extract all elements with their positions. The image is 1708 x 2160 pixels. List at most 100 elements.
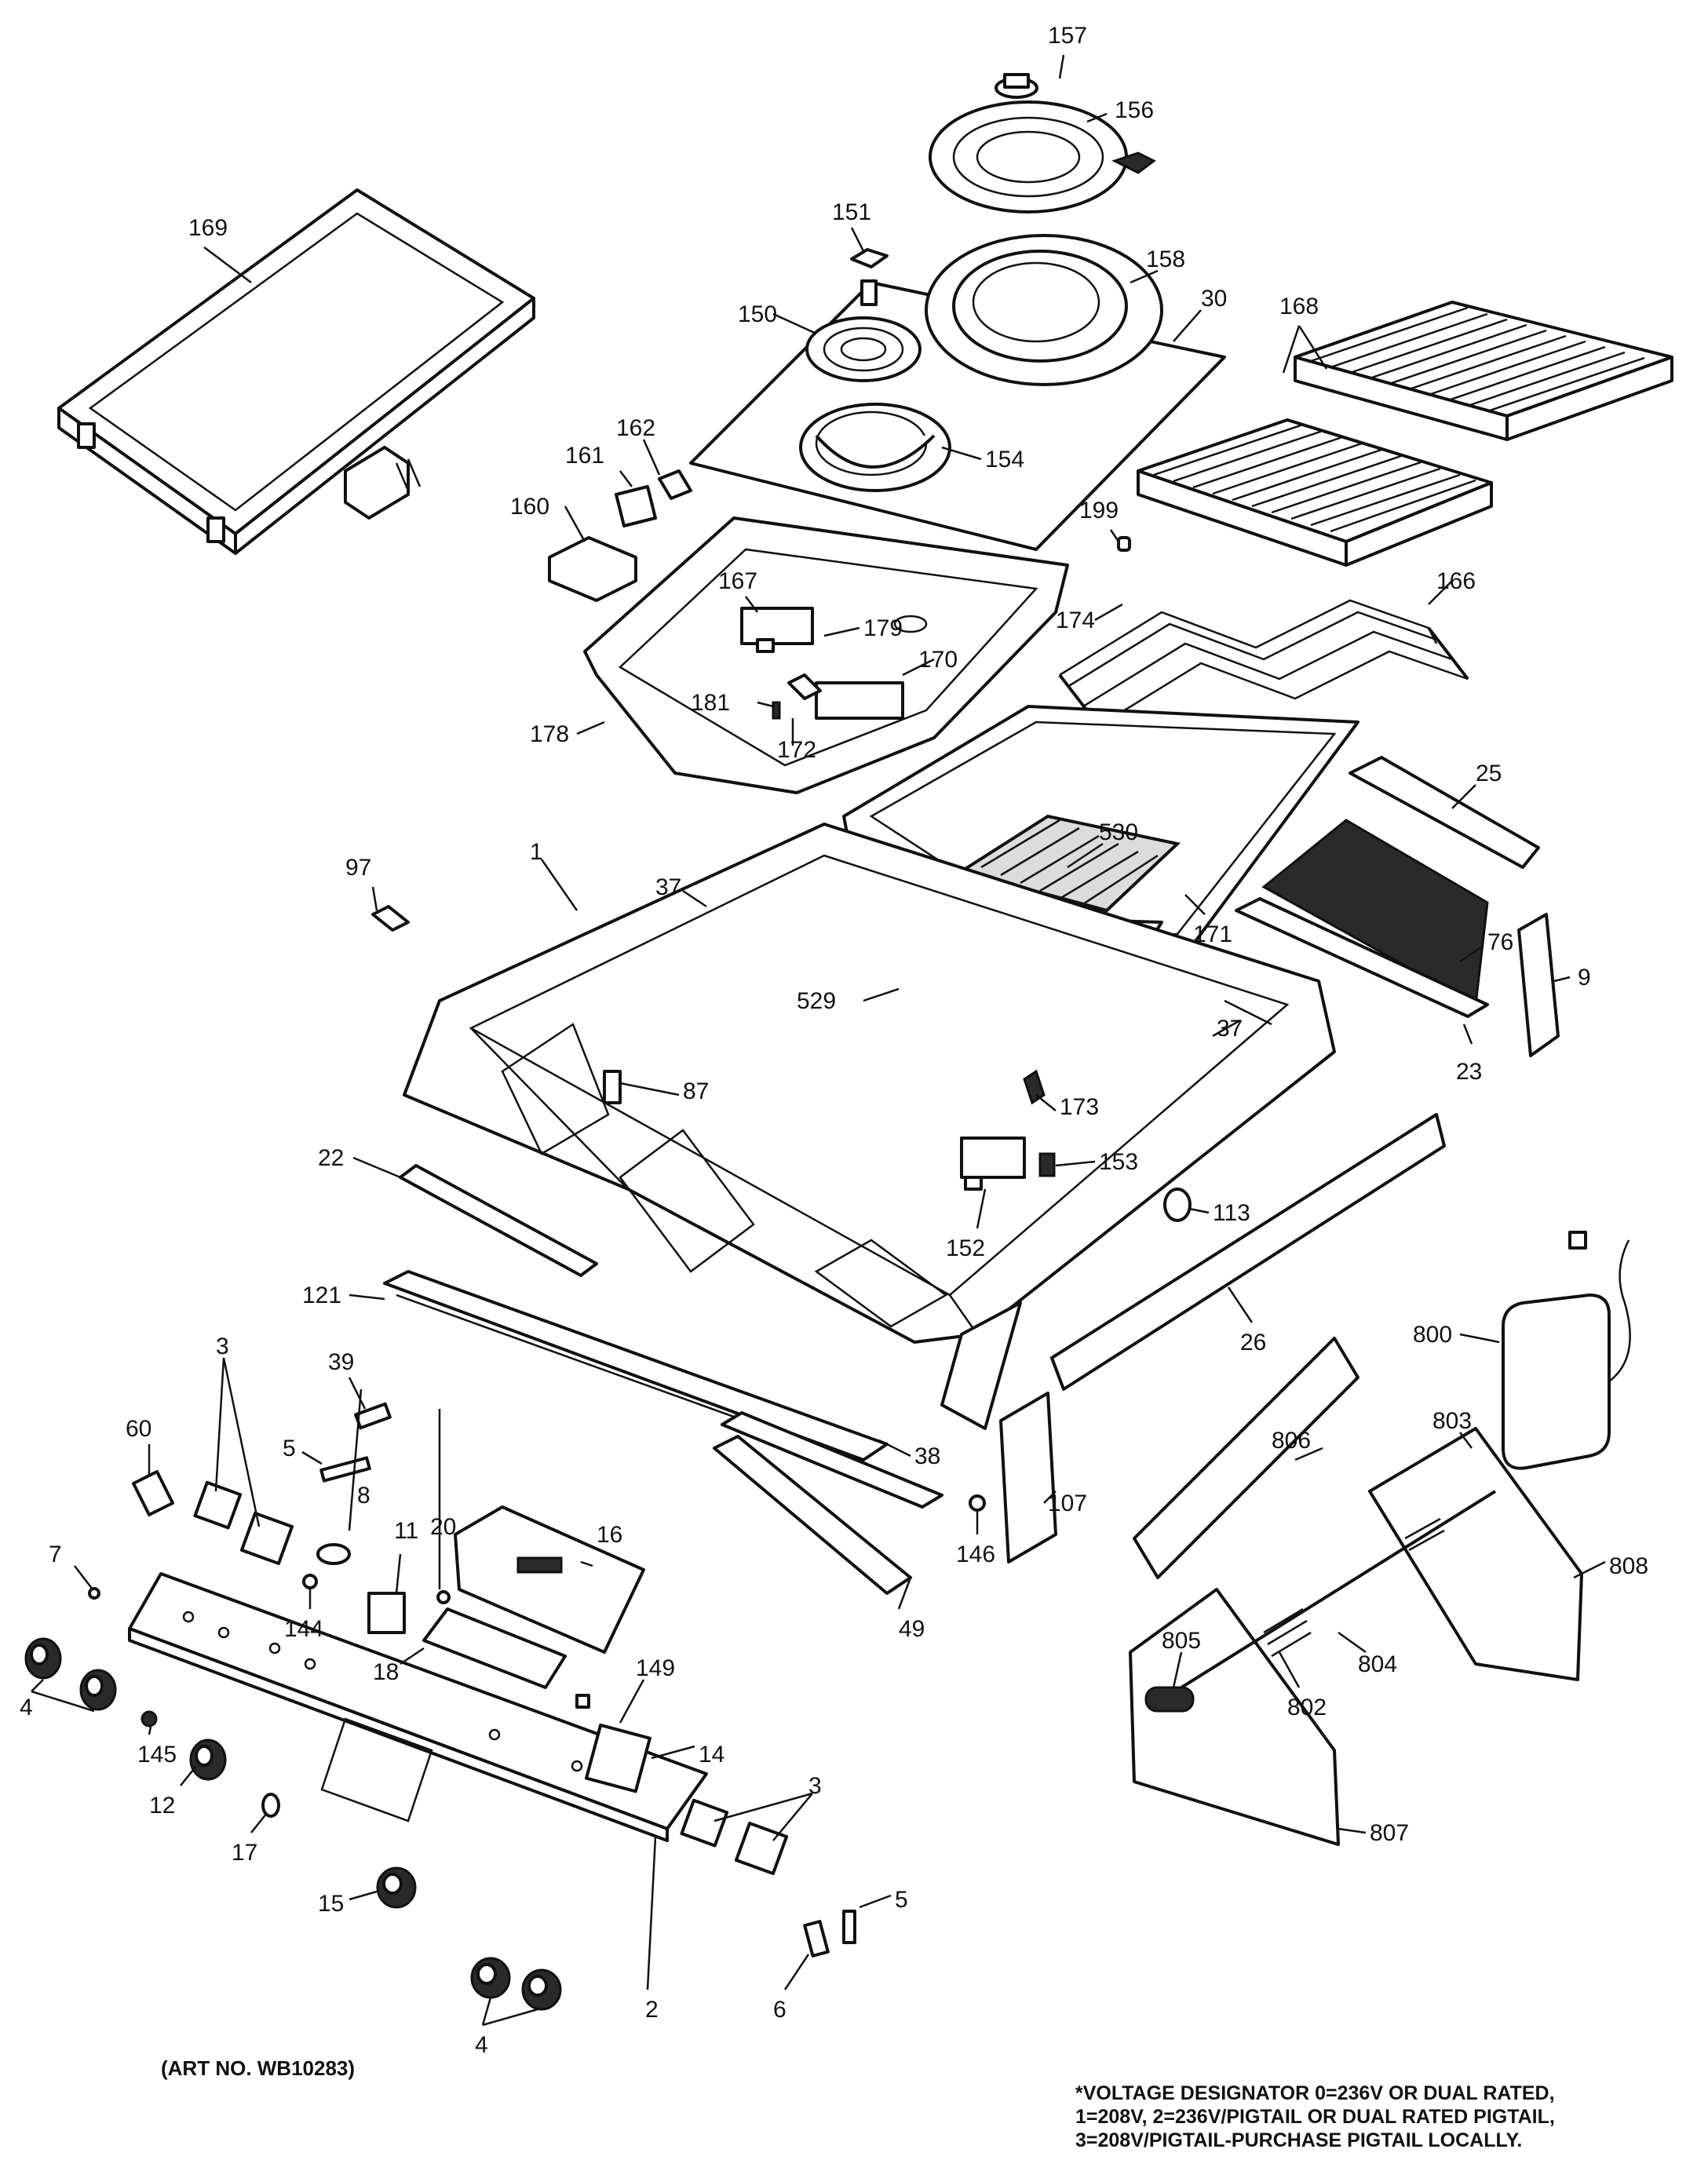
timer-housing-16 <box>454 1505 645 1654</box>
voltage-note-line-3: 3=208V/PIGTAIL-PURCHASE PIGTAIL LOCALLY. <box>1075 2129 1523 2151</box>
voltage-designator-note: *VOLTAGE DESIGNATOR 0=236V OR DUAL RATED… <box>1075 2082 1555 2152</box>
callout-161: 161 <box>565 443 604 469</box>
callout-804: 804 <box>1358 1651 1397 1677</box>
washer-146 <box>969 1494 986 1512</box>
timer-bezel-18 <box>422 1607 567 1689</box>
callout-5a: 5 <box>283 1436 296 1461</box>
drip-bowl-158 <box>925 234 1163 386</box>
spit-fork-803 <box>1404 1517 1445 1552</box>
callout-808: 808 <box>1609 1553 1648 1579</box>
callout-22: 22 <box>318 1145 344 1171</box>
callout-5b: 5 <box>895 1887 908 1913</box>
trim-26 <box>1050 1113 1446 1391</box>
spit-rod-804 <box>1148 1490 1497 1709</box>
callout-49: 49 <box>899 1616 925 1642</box>
callout-7: 7 <box>49 1542 62 1567</box>
clip-20 <box>436 1590 451 1604</box>
receptacle-160 <box>548 536 637 602</box>
rail-38 <box>721 1411 943 1509</box>
callout-37a: 37 <box>655 874 681 900</box>
switch-cover-149 <box>575 1694 590 1709</box>
callout-158: 158 <box>1146 246 1185 272</box>
callout-806: 806 <box>1272 1428 1311 1454</box>
callout-154: 154 <box>985 447 1024 472</box>
callout-18: 18 <box>373 1659 399 1685</box>
callout-807: 807 <box>1370 1820 1409 1846</box>
art-number-label: (ART NO. WB10283) <box>161 2056 356 2080</box>
surface-element-156 <box>929 100 1156 213</box>
trim-25 <box>1349 756 1540 869</box>
callout-2: 2 <box>645 1997 659 2023</box>
voltage-note-line-2: 1=208V, 2=236V/PIGTAIL OR DUAL RATED PIG… <box>1075 2106 1555 2128</box>
callout-9: 9 <box>1578 965 1591 991</box>
callout-152: 152 <box>946 1235 985 1261</box>
switch-3d <box>734 1821 789 1876</box>
switch-3a <box>193 1480 243 1530</box>
callout-144: 144 <box>284 1616 323 1642</box>
callout-162: 162 <box>616 415 655 441</box>
drip-bowl-154 <box>799 403 951 492</box>
callout-4b: 4 <box>475 2032 488 2058</box>
lead-5b <box>842 1910 856 1944</box>
terminal-block-170 <box>815 681 904 720</box>
callout-170: 170 <box>918 647 958 673</box>
burner-box-178 <box>583 516 1069 794</box>
knob-4b <box>79 1669 117 1711</box>
screw-181 <box>772 701 781 720</box>
callout-153: 153 <box>1099 1149 1138 1175</box>
lens-17 <box>261 1793 280 1818</box>
rotisserie-bracket-806 <box>1133 1337 1359 1579</box>
bracket-113 <box>1163 1188 1192 1222</box>
terminal-6 <box>803 1920 830 1957</box>
rail-23 <box>1235 897 1489 1018</box>
nut-145 <box>141 1710 158 1728</box>
callout-3a: 3 <box>216 1334 229 1359</box>
clip-199 <box>1117 536 1131 552</box>
callout-76: 76 <box>1487 929 1513 955</box>
callout-169: 169 <box>188 215 228 241</box>
clip-39 <box>354 1402 392 1430</box>
griddle-169 <box>57 188 535 555</box>
main-body-1 <box>403 823 1336 1430</box>
element-cap-157 <box>995 73 1038 99</box>
knob-4c <box>470 1957 511 1999</box>
trim-37-rear <box>1224 999 1272 1026</box>
callout-37b: 37 <box>1217 1016 1243 1042</box>
callout-803: 803 <box>1432 1408 1472 1434</box>
callout-23: 23 <box>1456 1059 1482 1085</box>
callout-97: 97 <box>345 855 371 881</box>
grill-grate-168-rear <box>1294 301 1673 441</box>
callout-3b: 3 <box>808 1773 822 1799</box>
rail-121 <box>383 1270 889 1469</box>
infinite-switch-14 <box>585 1723 651 1793</box>
screw-7 <box>88 1587 100 1600</box>
bracket-87 <box>603 1070 622 1104</box>
spit-fork-802 <box>1263 1607 1312 1658</box>
callout-529: 529 <box>797 988 836 1014</box>
callout-145: 145 <box>137 1742 177 1768</box>
element-cap-151 <box>850 248 889 268</box>
callout-11: 11 <box>394 1518 418 1544</box>
callout-20: 20 <box>430 1514 456 1540</box>
callout-181: 181 <box>691 690 730 716</box>
callout-157: 157 <box>1048 23 1087 49</box>
callout-60: 60 <box>126 1416 151 1442</box>
callout-121: 121 <box>302 1282 341 1308</box>
callout-179: 179 <box>863 615 903 641</box>
callout-150: 150 <box>738 301 777 327</box>
knob-4a <box>24 1637 62 1680</box>
callout-146: 146 <box>956 1542 995 1567</box>
callout-805: 805 <box>1162 1628 1201 1654</box>
grill-element-166 <box>1058 599 1469 786</box>
callout-8: 8 <box>357 1483 370 1509</box>
rail-22 <box>399 1164 598 1277</box>
callout-14: 14 <box>699 1742 724 1768</box>
switch-11 <box>367 1592 406 1634</box>
knob-4d <box>521 1968 562 2011</box>
callout-15: 15 <box>318 1891 344 1917</box>
lead-5a <box>319 1456 371 1483</box>
nut-144 <box>302 1574 318 1589</box>
callout-178: 178 <box>530 721 569 747</box>
trim-107 <box>999 1392 1057 1563</box>
